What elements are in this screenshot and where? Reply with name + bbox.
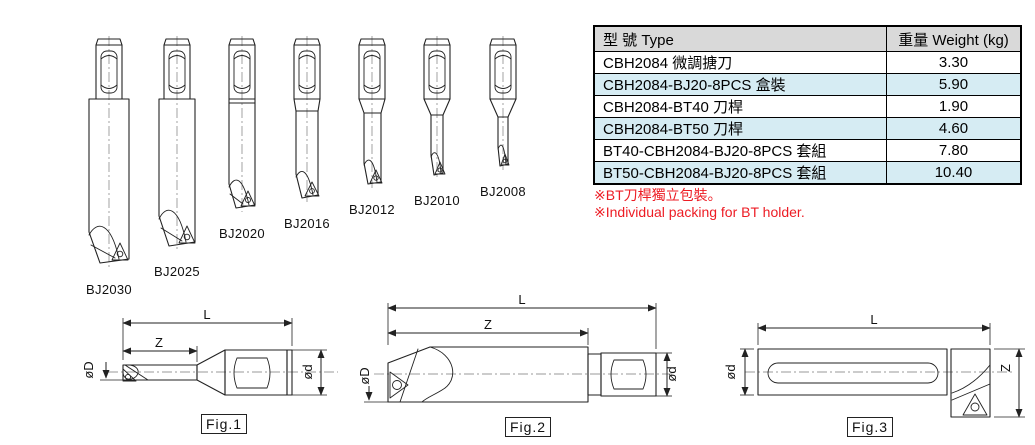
table-row: CBH2084-BT40 刀桿 1.90 (593, 95, 1022, 118)
weight-cell: 1.90 (886, 95, 1022, 118)
dim-label-z: Z (155, 335, 163, 350)
dim-label-l: L (870, 312, 877, 327)
type-cell: BT40-CBH2084-BJ20-8PCS 套組 (593, 139, 887, 162)
figure-3-caption: Fig.3 (847, 417, 893, 437)
tool-figure-bj2016: BJ2016 (275, 36, 339, 231)
boring-bar-drawing-icon (228, 36, 256, 212)
table-row: CBH2084-BJ20-8PCS 盒裝 5.90 (593, 73, 1022, 96)
tool-figure-bj2010: BJ2010 (405, 36, 469, 208)
type-cell: CBH2084-BT50 刀桿 (593, 117, 887, 140)
tool-figure-bj2030: BJ2030 (77, 36, 141, 297)
col-header-type: 型 號 Type (593, 25, 887, 52)
figure-1-caption: Fig.1 (201, 414, 247, 434)
figure-2-caption: Fig.2 (505, 417, 551, 437)
tool-label: BJ2016 (284, 216, 330, 231)
spec-table: 型 號 Type 重量 Weight (kg) CBH2084 微調搪刀 3.3… (593, 25, 1022, 185)
dim-label-od-big: ød (723, 364, 738, 379)
table-header-row: 型 號 Type 重量 Weight (kg) (593, 25, 1022, 52)
weight-cell: 4.60 (886, 117, 1022, 140)
boring-bar-drawing-icon (293, 36, 321, 202)
tool-label: BJ2010 (414, 193, 460, 208)
table-row: CBH2084-BT50 刀桿 4.60 (593, 117, 1022, 140)
boring-bar-drawing-icon (489, 36, 517, 170)
type-cell: BT50-CBH2084-BJ20-8PCS 套組 (593, 161, 887, 185)
weight-cell: 3.30 (886, 51, 1022, 74)
note-en: ※Individual packing for BT holder. (594, 204, 805, 220)
dim-label-l: L (518, 292, 525, 307)
weight-cell: 10.40 (886, 161, 1022, 185)
weight-cell: 5.90 (886, 73, 1022, 96)
fig3-illustration: L ød Z (723, 312, 1025, 418)
tool-figure-bj2012: BJ2012 (340, 36, 404, 217)
table-row: BT50-CBH2084-BJ20-8PCS 套組 10.40 (593, 161, 1022, 185)
figure-3-drawing: L ød Z (705, 292, 1035, 445)
tool-figure-bj2025: BJ2025 (145, 36, 209, 279)
dim-label-od-small: øD (360, 367, 372, 384)
figure-1-drawing: L Z øD ød (80, 300, 350, 445)
col-header-weight: 重量 Weight (kg) (886, 25, 1022, 52)
weight-cell: 7.80 (886, 139, 1022, 162)
table-row: CBH2084 微調搪刀 3.30 (593, 51, 1022, 74)
type-cell: CBH2084-BJ20-8PCS 盒裝 (593, 73, 887, 96)
tool-label: BJ2030 (86, 282, 132, 297)
note-cjk: ※BT刀桿獨立包裝。 (594, 187, 722, 203)
type-cell: CBH2084 微調搪刀 (593, 51, 887, 74)
tool-figure-bj2008: BJ2008 (471, 36, 535, 199)
dim-label-l: L (203, 307, 210, 322)
boring-bar-drawing-icon (88, 36, 130, 268)
table-row: BT40-CBH2084-BJ20-8PCS 套組 7.80 (593, 139, 1022, 162)
footnotes: ※BT刀桿獨立包裝。 ※Individual packing for BT ho… (594, 187, 805, 221)
boring-bar-drawing-icon (158, 36, 196, 250)
tool-label: BJ2025 (154, 264, 200, 279)
dim-label-od-big: ød (300, 364, 315, 379)
type-cell: CBH2084-BT40 刀桿 (593, 95, 887, 118)
tool-label: BJ2008 (480, 184, 526, 199)
dim-label-z: Z (998, 364, 1013, 372)
boring-bar-drawing-icon (358, 36, 386, 188)
tool-label: BJ2012 (349, 202, 395, 217)
dim-label-z: Z (484, 317, 492, 332)
fig1-illustration: L Z øD ød (81, 307, 338, 396)
tool-label: BJ2020 (219, 226, 265, 241)
tool-figure-bj2020: BJ2020 (210, 36, 274, 241)
fig2-illustration: L Z øD ød (357, 292, 679, 403)
dim-label-od-big: ød (664, 366, 679, 381)
dim-label-od-small: øD (81, 361, 96, 378)
figure-2-drawing: L Z øD ød (357, 292, 680, 445)
boring-bar-drawing-icon (423, 36, 451, 179)
